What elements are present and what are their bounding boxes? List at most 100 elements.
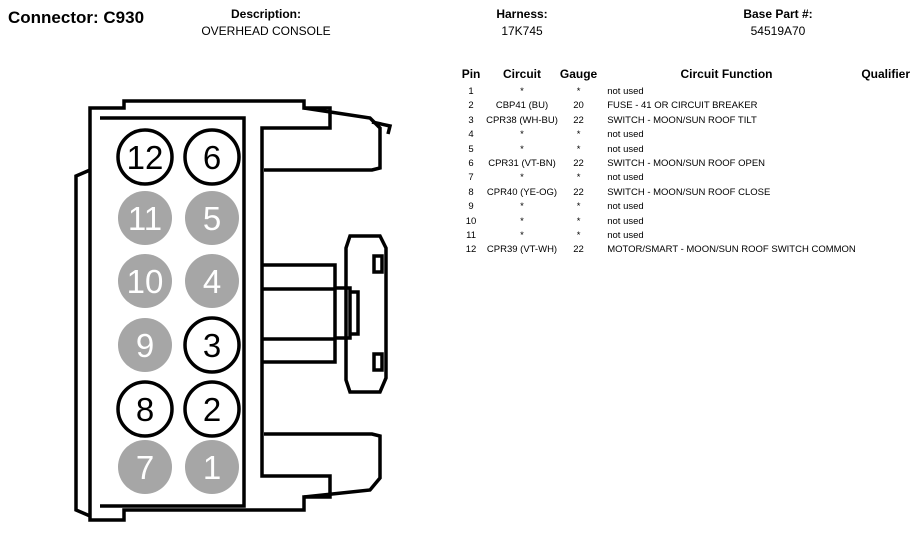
pin-1: 1 — [185, 440, 239, 494]
pin-cell: 10 — [465, 215, 477, 227]
pin-5: 5 — [185, 191, 239, 245]
pin-cell: 3 — [468, 114, 474, 126]
gauge-cell: 22 — [573, 186, 584, 198]
pin-label: 5 — [203, 200, 221, 237]
pin-label: 1 — [203, 449, 221, 486]
description-value: OVERHEAD CONSOLE — [201, 24, 331, 38]
circuit-cell: * — [520, 230, 524, 242]
function-cell: not used — [607, 143, 644, 155]
col-circuit-header: Circuit — [502, 67, 541, 81]
pin-2: 2 — [183, 380, 241, 438]
qualifier-cell — [856, 143, 910, 157]
pin-12: 12 — [116, 128, 174, 186]
pin-10: 10 — [118, 254, 172, 308]
pin-label: 6 — [203, 139, 221, 176]
pin-cell: 11 — [466, 230, 476, 242]
pin-label: 10 — [127, 263, 164, 300]
qualifier-cell — [856, 243, 910, 257]
pin-4: 4 — [185, 254, 239, 308]
circuit-cell: * — [520, 129, 524, 141]
qualifier-cell — [856, 215, 910, 229]
circuit-cell: * — [520, 143, 524, 155]
table-row: 6 CPR31 (VT-BN) 22 SWITCH - MOON/SUN ROO… — [458, 157, 910, 171]
function-cell: not used — [607, 230, 644, 242]
harness-label: Harness: — [496, 7, 548, 21]
gauge-cell: * — [576, 172, 581, 184]
table-row: 9 * * not used — [458, 200, 910, 214]
table-row: 5 * * not used — [458, 143, 910, 157]
col-qualifier-header: Qualifier — [861, 67, 910, 81]
gauge-cell: * — [576, 86, 581, 97]
table-row: 4 * * not used — [458, 128, 910, 142]
pin-8: 8 — [116, 380, 174, 438]
gauge-cell: * — [576, 215, 581, 227]
gauge-cell: 20 — [573, 100, 584, 112]
pin-label: 12 — [127, 139, 164, 176]
pin-cell: 9 — [468, 201, 474, 213]
col-function-header: Circuit Function — [680, 67, 773, 81]
gauge-cell: * — [576, 143, 581, 155]
pin-label: 4 — [203, 263, 221, 300]
table-row: 11 * * not used — [458, 229, 910, 243]
table-row: 2 CBP41 (BU) 20 FUSE - 41 OR CIRCUIT BRE… — [458, 99, 910, 113]
table-row: 12 CPR39 (VT-WH) 22 MOTOR/SMART - MOON/S… — [458, 243, 910, 257]
pin-label: 9 — [136, 327, 154, 364]
pin-circle — [183, 128, 241, 186]
pin-cell: 6 — [468, 158, 474, 170]
qualifier-cell — [856, 200, 910, 214]
pin-label: 8 — [136, 391, 154, 428]
qualifier-cell — [856, 186, 910, 200]
circuit-cell: CPR39 (VT-WH) — [486, 244, 558, 256]
circuit-cell: CPR38 (WH-BU) — [486, 114, 558, 126]
pin-circle — [185, 191, 239, 245]
function-cell: not used — [607, 215, 644, 227]
pin-label: 7 — [136, 449, 154, 486]
table-row: 7 * * not used — [458, 171, 910, 185]
pinout-table: Pin Circuit Gauge Circuit Function Quali… — [458, 67, 910, 258]
pin-cell: 5 — [468, 143, 474, 155]
pin-circle — [116, 380, 174, 438]
qualifier-cell — [856, 128, 910, 142]
table-row: 8 CPR40 (YE-OG) 22 SWITCH - MOON/SUN ROO… — [458, 186, 910, 200]
pin-cell: 1 — [468, 86, 474, 97]
pin-label: 11 — [128, 200, 162, 237]
pin-3: 3 — [183, 316, 241, 374]
qualifier-cell — [856, 171, 910, 185]
pin-circle — [118, 440, 172, 494]
col-pin-header: Pin — [461, 67, 481, 81]
gauge-cell: * — [576, 230, 581, 242]
pin-cell: 2 — [468, 100, 474, 112]
circuit-cell: * — [520, 201, 524, 213]
pin-cell: 8 — [468, 186, 474, 198]
pinout-header-row: Pin Circuit Gauge Circuit Function Quali… — [458, 67, 910, 85]
pin-cell: 12 — [465, 244, 477, 256]
pin-9: 9 — [118, 318, 172, 372]
function-cell: not used — [607, 129, 644, 141]
pin-circle — [116, 128, 174, 186]
qualifier-cell — [856, 85, 910, 99]
pin-circle — [118, 318, 172, 372]
harness-value: 17K745 — [501, 24, 543, 38]
function-cell: not used — [607, 201, 644, 213]
qualifier-cell — [856, 114, 910, 128]
circuit-cell: * — [520, 215, 524, 227]
gauge-cell: * — [576, 201, 581, 213]
function-cell: SWITCH - MOON/SUN ROOF TILT — [607, 114, 757, 126]
circuit-cell: * — [520, 172, 524, 184]
gauge-cell: * — [576, 129, 581, 141]
function-cell: SWITCH - MOON/SUN ROOF CLOSE — [607, 186, 771, 198]
pin-circle — [118, 254, 172, 308]
description-label: Description: — [230, 7, 301, 21]
pin-label: 3 — [203, 327, 221, 364]
table-row: 1 * * not used — [458, 85, 910, 99]
qualifier-cell — [856, 99, 910, 113]
pin-circle — [185, 254, 239, 308]
connector-housing — [74, 99, 393, 522]
harness-block: Harness: 17K745 — [462, 7, 582, 38]
function-cell: MOTOR/SMART - MOON/SUN ROOF SWITCH COMMO… — [607, 244, 856, 256]
circuit-cell: * — [520, 86, 524, 97]
pin-circle — [118, 191, 172, 245]
base-part-label: Base Part #: — [743, 7, 813, 21]
function-cell: not used — [607, 86, 644, 97]
